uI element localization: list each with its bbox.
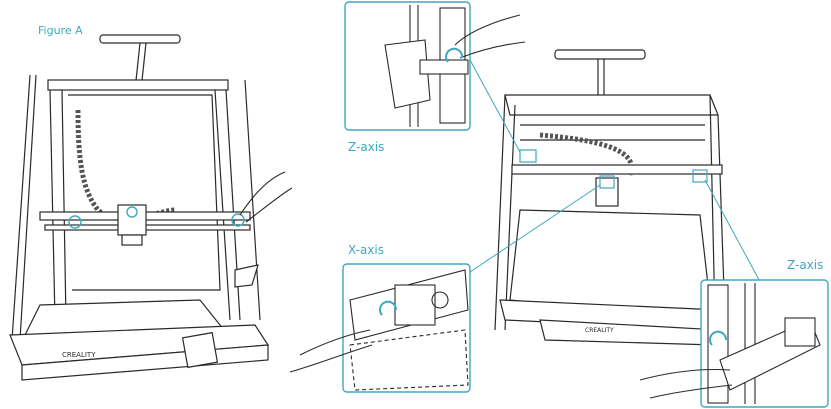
right-top-callout-box (520, 150, 536, 162)
z-axis-top-label: Z-axis (348, 140, 384, 154)
printer-right (495, 50, 725, 345)
hand-left (240, 172, 285, 215)
z-axis-right-label: Z-axis (787, 258, 823, 272)
printer-figure-a (10, 35, 268, 380)
brand-text-right: CREALITY (585, 327, 614, 334)
brand-text-left: CREALITY (62, 351, 96, 359)
figure-label: Figure A (38, 24, 83, 37)
inset-x-axis (290, 264, 470, 392)
x-axis-label: X-axis (348, 243, 384, 257)
